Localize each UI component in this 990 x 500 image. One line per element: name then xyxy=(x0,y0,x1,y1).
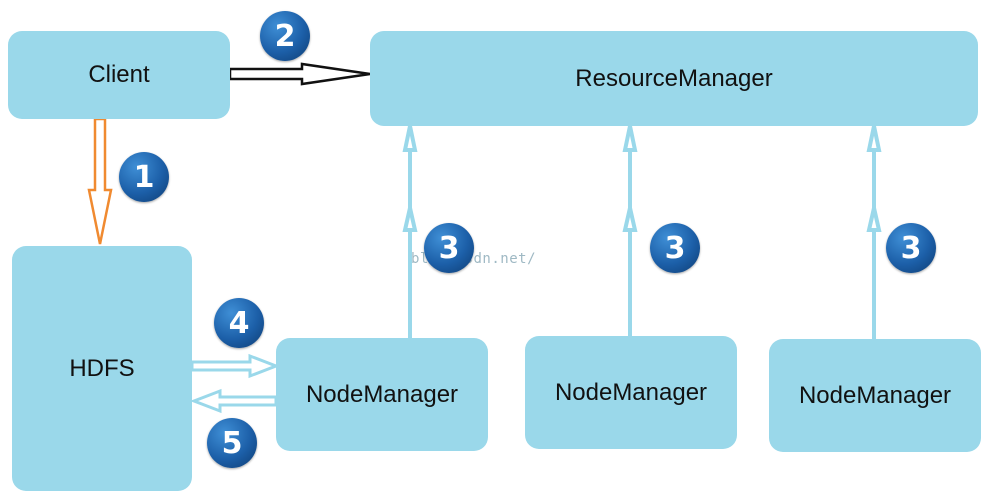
resource-manager-label: ResourceManager xyxy=(575,64,773,92)
nm-to-hdfs-arrow xyxy=(189,388,278,414)
node-manager-1-label: NodeManager xyxy=(305,380,459,408)
node-manager-3: NodeManager xyxy=(769,339,981,452)
rm-nm2-connector xyxy=(622,125,638,336)
rm-nm1-connector xyxy=(402,125,418,338)
step-badge-3c: 3 xyxy=(886,223,936,273)
step-badge-5: 5 xyxy=(207,418,257,468)
step-badge-1: 1 xyxy=(119,152,169,202)
step-badge-3b: 3 xyxy=(650,223,700,273)
node-manager-2: NodeManager xyxy=(525,336,737,449)
hdfs-node: HDFS xyxy=(12,246,192,491)
resource-manager-node: ResourceManager xyxy=(370,31,978,126)
client-to-rm-arrow xyxy=(228,62,371,86)
step-badge-4: 4 xyxy=(214,298,264,348)
node-manager-2-label: NodeManager xyxy=(554,378,708,406)
step-badge-2: 2 xyxy=(260,11,310,61)
client-to-hdfs-arrow xyxy=(87,117,113,245)
step-badge-3a: 3 xyxy=(424,223,474,273)
client-label: Client xyxy=(88,61,150,88)
client-node: Client xyxy=(8,31,230,119)
node-manager-1: NodeManager xyxy=(276,338,488,451)
node-manager-3-label: NodeManager xyxy=(798,381,952,409)
rm-nm3-connector xyxy=(866,125,882,339)
hdfs-to-nm-arrow xyxy=(190,353,281,379)
hdfs-label: HDFS xyxy=(69,354,135,382)
